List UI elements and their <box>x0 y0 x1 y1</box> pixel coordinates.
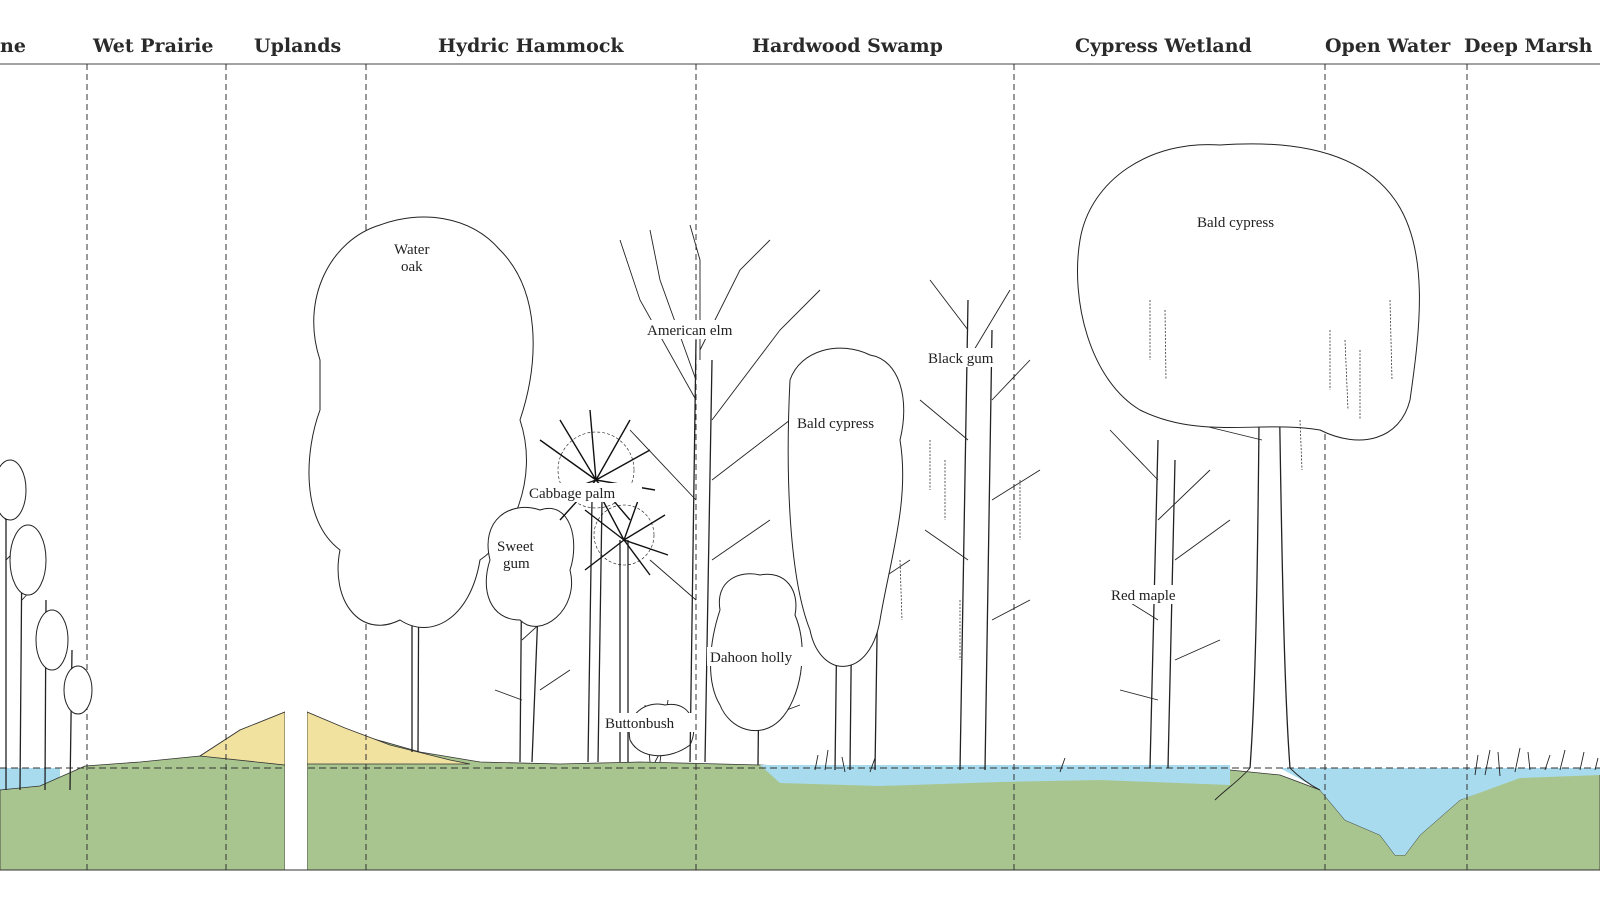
species-labels: Water oak American elm Cabbage palm Swee… <box>394 212 1295 732</box>
zone-label-uplands: Uplands <box>254 35 341 57</box>
label-black-gum: Black gum <box>928 351 994 367</box>
black-gum-tree <box>919 279 1041 771</box>
label-sweet-gum-1: Sweet <box>497 539 534 555</box>
ground-profile <box>0 705 1600 872</box>
zone-dividers <box>86 64 1468 870</box>
zone-label-open-water: Open Water <box>1325 35 1451 57</box>
water-oak-tree <box>308 216 534 753</box>
label-cabbage-palm: Cabbage palm <box>529 486 616 502</box>
zone-label-cypress-wetland: Cypress Wetland <box>1075 35 1252 57</box>
water-open <box>1280 768 1600 855</box>
label-bald-cypress-wetland: Bald cypress <box>1197 215 1274 231</box>
pine-trees <box>0 459 93 791</box>
zone-label-deep-marsh: Deep Marsh <box>1464 35 1593 57</box>
panel-gap <box>285 705 307 872</box>
bald-cypress-swamp-tree <box>787 347 911 771</box>
american-elm-tree <box>619 224 821 763</box>
marsh-plants <box>814 747 1599 777</box>
zone-label-hydric-hammock: Hydric Hammock <box>438 35 624 57</box>
palm-crown-1 <box>539 409 656 521</box>
bald-cypress-wetland-tree <box>1077 143 1420 801</box>
label-red-maple: Red maple <box>1111 588 1176 604</box>
zone-label-wet-prairie: Wet Prairie <box>92 35 213 57</box>
label-american-elm: American elm <box>647 323 733 339</box>
palm-crown-2 <box>584 494 669 576</box>
sand-mound-left <box>198 711 286 766</box>
label-water-oak-1: Water <box>394 242 429 258</box>
label-dahoon-holly: Dahoon holly <box>710 650 793 666</box>
label-buttonbush: Buttonbush <box>605 716 675 732</box>
dahoon-holly-tree <box>710 573 803 766</box>
zone-label-pine: ne <box>0 35 26 57</box>
red-maple-tree <box>1109 429 1231 769</box>
label-water-oak-2: oak <box>401 259 423 275</box>
water-swamp <box>760 765 1230 786</box>
label-sweet-gum-2: gum <box>503 556 530 572</box>
zone-label-hardwood-swamp: Hardwood Swamp <box>752 35 943 57</box>
zone-headers: ne Wet Prairie Uplands Hydric Hammock Ha… <box>0 35 1593 57</box>
label-bald-cypress-swamp: Bald cypress <box>797 416 874 432</box>
vegetation <box>0 143 1599 801</box>
